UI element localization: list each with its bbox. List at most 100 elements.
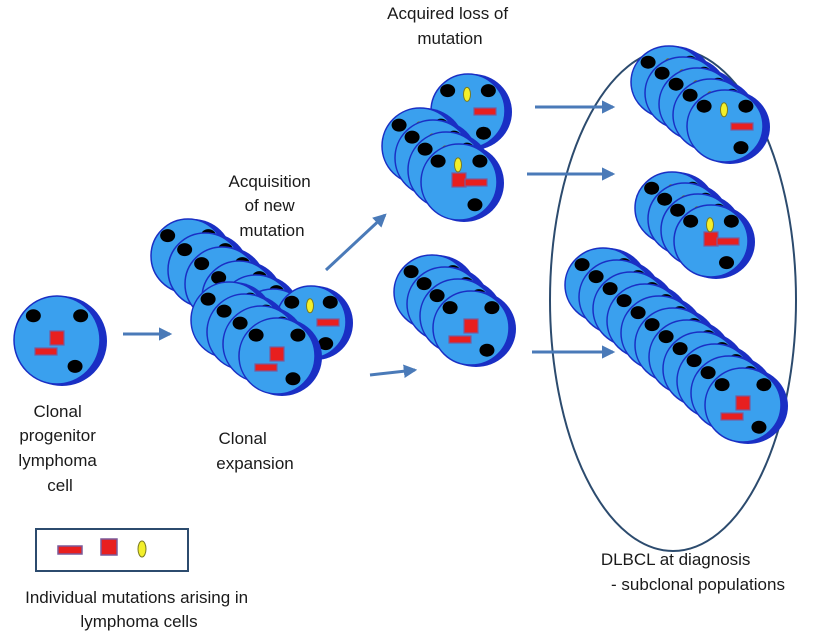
- oval-mutation-icon: [706, 217, 714, 233]
- nucleus-dot: [644, 181, 660, 195]
- nucleus-dot: [200, 292, 216, 306]
- bar-mutation-icon: [473, 107, 497, 116]
- nucleus-dot: [476, 126, 492, 140]
- nucleus-dot: [67, 359, 83, 373]
- nucleus-dot: [429, 289, 445, 303]
- nucleus-dot: [700, 366, 716, 380]
- nucleus-dot: [756, 378, 772, 392]
- nucleus-dot: [285, 372, 301, 386]
- nucleus-dot: [484, 301, 500, 315]
- square-mutation-icon: [735, 395, 751, 411]
- legend-box: [35, 528, 189, 572]
- lymphoma-cell: [432, 290, 516, 367]
- loss-subclone-population: [630, 45, 770, 164]
- loss-mutation-cell: [430, 73, 512, 150]
- oval-mutation-icon: [463, 86, 471, 102]
- nucleus-dot: [442, 301, 458, 315]
- nucleus-dot: [574, 258, 590, 272]
- unchanged-clone-stack: [393, 254, 516, 367]
- nucleus-dot: [657, 192, 673, 206]
- nucleus-dot: [616, 294, 632, 308]
- lymphoma-cell: [704, 367, 788, 444]
- nucleus-dot: [683, 214, 699, 228]
- nucleus-dot: [322, 295, 338, 309]
- bar-mutation-icon: [57, 545, 83, 555]
- progenitor-cell: [13, 295, 107, 386]
- nucleus-dot: [714, 378, 730, 392]
- nucleus-dot: [658, 330, 674, 344]
- nucleus-dot: [670, 203, 686, 217]
- loss-label: Acquired loss of mutation: [387, 4, 513, 48]
- bar-mutation-icon: [716, 237, 740, 246]
- lymphoma-cell: [13, 295, 107, 386]
- original-subclone-population: [564, 247, 788, 444]
- nucleus-dot: [738, 99, 754, 113]
- nucleus-dot: [719, 256, 735, 270]
- nucleus-dot: [248, 328, 264, 342]
- arrow-to-unchanged-clone: [369, 364, 418, 378]
- nucleus-dot: [602, 282, 618, 296]
- nucleus-dot: [404, 130, 420, 144]
- square-mutation-icon: [463, 318, 479, 334]
- nucleus-dot: [696, 99, 712, 113]
- expansion-stack-front: [190, 281, 322, 396]
- lymphoma-cell: [238, 317, 322, 396]
- nucleus-dot: [25, 309, 41, 323]
- nucleus-dot: [686, 354, 702, 368]
- oval-mutation-icon: [306, 298, 314, 314]
- nucleus-dot: [723, 214, 739, 228]
- nucleus-dot: [644, 318, 660, 332]
- lymphoma-cell: [430, 73, 512, 150]
- square-mutation-icon: [451, 172, 467, 188]
- oval-mutation-icon: [137, 540, 147, 558]
- nucleus-dot: [160, 229, 176, 243]
- nucleus-dot: [440, 84, 456, 98]
- nucleus-dot: [232, 316, 248, 330]
- nucleus-dot: [290, 328, 306, 342]
- nucleus-dot: [654, 66, 670, 80]
- nucleus-dot: [480, 84, 496, 98]
- arrows: [123, 100, 616, 378]
- bar-mutation-icon: [34, 347, 58, 356]
- gain-subclone-population: [634, 171, 755, 279]
- oval-mutation-icon: [454, 157, 462, 173]
- nucleus-dot: [640, 55, 656, 69]
- arrow-to-new-mutation: [324, 213, 387, 272]
- nucleus-dot: [177, 243, 193, 257]
- nucleus-dot: [403, 265, 419, 279]
- progenitor-label: Clonal progenitor lymphoma cell: [18, 402, 101, 495]
- nucleus-dot: [751, 420, 767, 434]
- square-mutation-icon: [269, 346, 285, 362]
- bar-mutation-icon: [720, 412, 744, 421]
- oval-mutation-icon: [720, 102, 728, 118]
- nucleus-dot: [73, 309, 89, 323]
- nucleus-dot: [733, 141, 749, 155]
- nucleus-dot: [211, 271, 227, 285]
- nucleus-dot: [672, 342, 688, 356]
- nucleus-dot: [194, 257, 210, 271]
- bar-mutation-icon: [316, 318, 340, 327]
- nucleus-dot: [284, 295, 300, 309]
- square-mutation-icon: [100, 538, 118, 556]
- square-mutation-icon: [49, 330, 65, 346]
- acquisition-label: Acquisition of new mutation: [229, 172, 316, 240]
- nucleus-dot: [391, 118, 407, 132]
- nucleus-dot: [588, 270, 604, 284]
- expansion-label: Clonal expansion: [216, 429, 294, 473]
- nucleus-dot: [467, 198, 483, 212]
- nucleus-dot: [318, 337, 334, 351]
- lymphoma-cell: [686, 89, 770, 164]
- legend-caption: Individual mutations arising in lymphoma…: [25, 588, 253, 631]
- nucleus-dot: [472, 154, 488, 168]
- nucleus-dot: [430, 154, 446, 168]
- bar-mutation-icon: [464, 178, 488, 187]
- nucleus-dot: [682, 88, 698, 102]
- nucleus-dot: [416, 277, 432, 291]
- diagnosis-label: DLBCL at diagnosis - subclonal populatio…: [601, 550, 785, 594]
- bar-mutation-icon: [730, 122, 754, 131]
- gain-subclone-stack: [381, 107, 504, 222]
- square-mutation-icon: [703, 231, 719, 247]
- lymphoma-cell: [420, 143, 504, 222]
- nucleus-dot: [630, 306, 646, 320]
